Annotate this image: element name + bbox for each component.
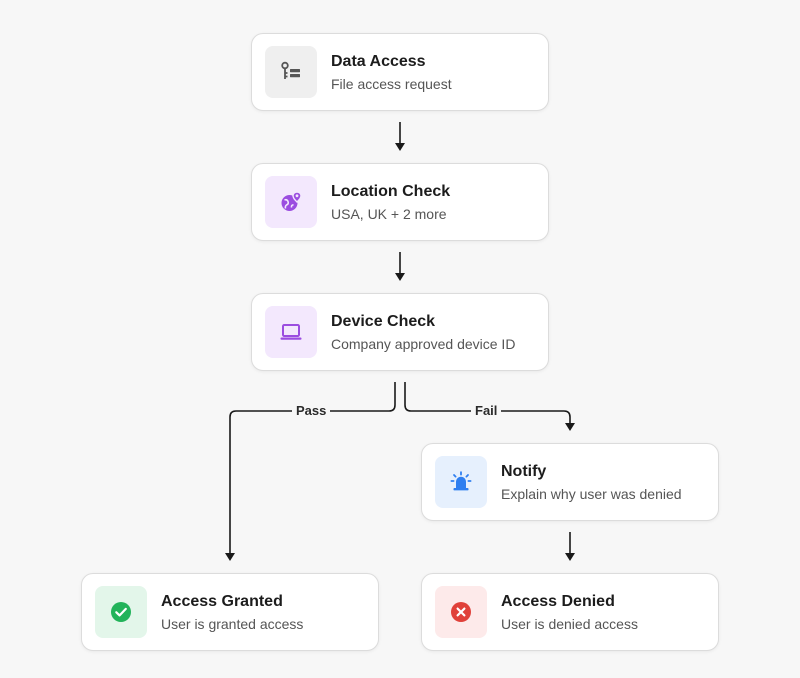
node-title: Data Access xyxy=(331,52,426,70)
node-subtitle: User is denied access xyxy=(501,615,638,632)
node-title: Location Check xyxy=(331,182,451,200)
arrowhead-access-granted xyxy=(225,553,235,561)
node-title: Device Check xyxy=(331,312,436,330)
node-title: Access Denied xyxy=(501,592,615,610)
node-subtitle: USA, UK + 2 more xyxy=(331,205,447,222)
fail-label: Fail xyxy=(471,403,502,419)
key-list-icon xyxy=(265,46,317,98)
x-circle-icon xyxy=(435,586,487,638)
check-circle-icon xyxy=(95,586,147,638)
arrowhead-access-denied xyxy=(565,553,575,561)
pass-label: Pass xyxy=(292,403,331,419)
node-location-check[interactable]: Location Check USA, UK + 2 more xyxy=(251,163,549,241)
node-data-access[interactable]: Data Access File access request xyxy=(251,33,549,111)
alarm-bell-icon xyxy=(435,456,487,508)
node-notify[interactable]: Notify Explain why user was denied xyxy=(421,443,719,521)
node-device-check[interactable]: Device Check Company approved device ID xyxy=(251,293,549,371)
node-subtitle: User is granted access xyxy=(161,615,304,632)
node-title: Notify xyxy=(501,462,547,480)
laptop-icon xyxy=(265,306,317,358)
node-access-denied[interactable]: Access Denied User is denied access xyxy=(421,573,719,651)
arrowhead-device xyxy=(395,273,405,281)
node-subtitle: File access request xyxy=(331,75,452,92)
arrowhead-notify xyxy=(565,423,575,431)
globe-pin-icon xyxy=(265,176,317,228)
node-access-granted[interactable]: Access Granted User is granted access xyxy=(81,573,379,651)
node-subtitle: Explain why user was denied xyxy=(501,485,682,502)
node-subtitle: Company approved device ID xyxy=(331,335,516,352)
arrowhead-location xyxy=(395,143,405,151)
node-title: Access Granted xyxy=(161,592,283,610)
